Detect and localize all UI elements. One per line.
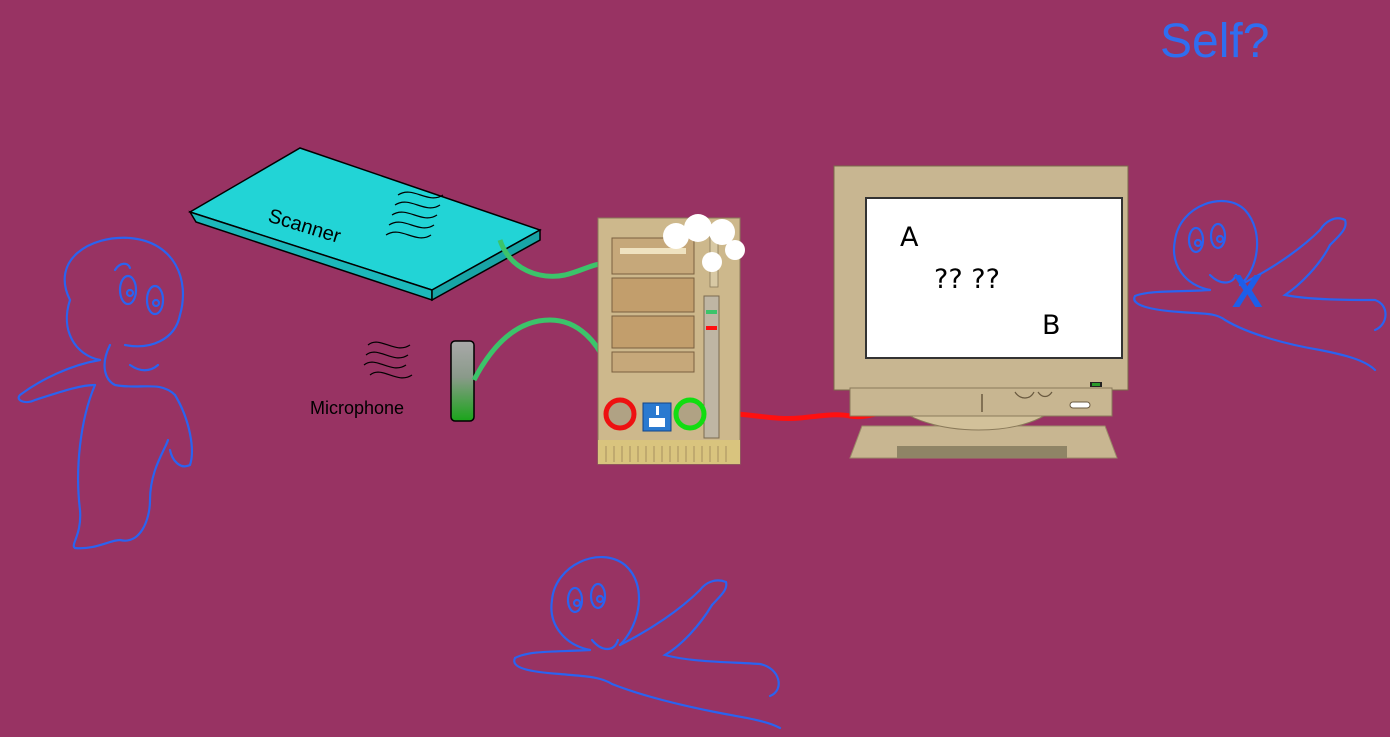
page-title: Self?	[1160, 15, 1270, 68]
screen-text-a: A	[900, 222, 919, 253]
scanner-cable	[497, 239, 609, 279]
computer-tower-icon	[597, 214, 745, 465]
microphone-label: Microphone	[310, 398, 405, 418]
ghost-flying-bottom-icon	[513, 555, 782, 730]
ghost-standing-icon	[17, 236, 193, 550]
scanner-icon	[188, 147, 542, 302]
monitor-icon	[833, 165, 1129, 459]
screen-text-b: B	[1042, 310, 1061, 341]
microphone-icon	[363, 340, 475, 422]
ghost-x-mark: X	[1232, 265, 1263, 317]
screen-text-questions: ?? ??	[934, 264, 1000, 295]
microphone-cable	[471, 317, 608, 382]
ghost-flying-right-icon	[1133, 200, 1387, 372]
